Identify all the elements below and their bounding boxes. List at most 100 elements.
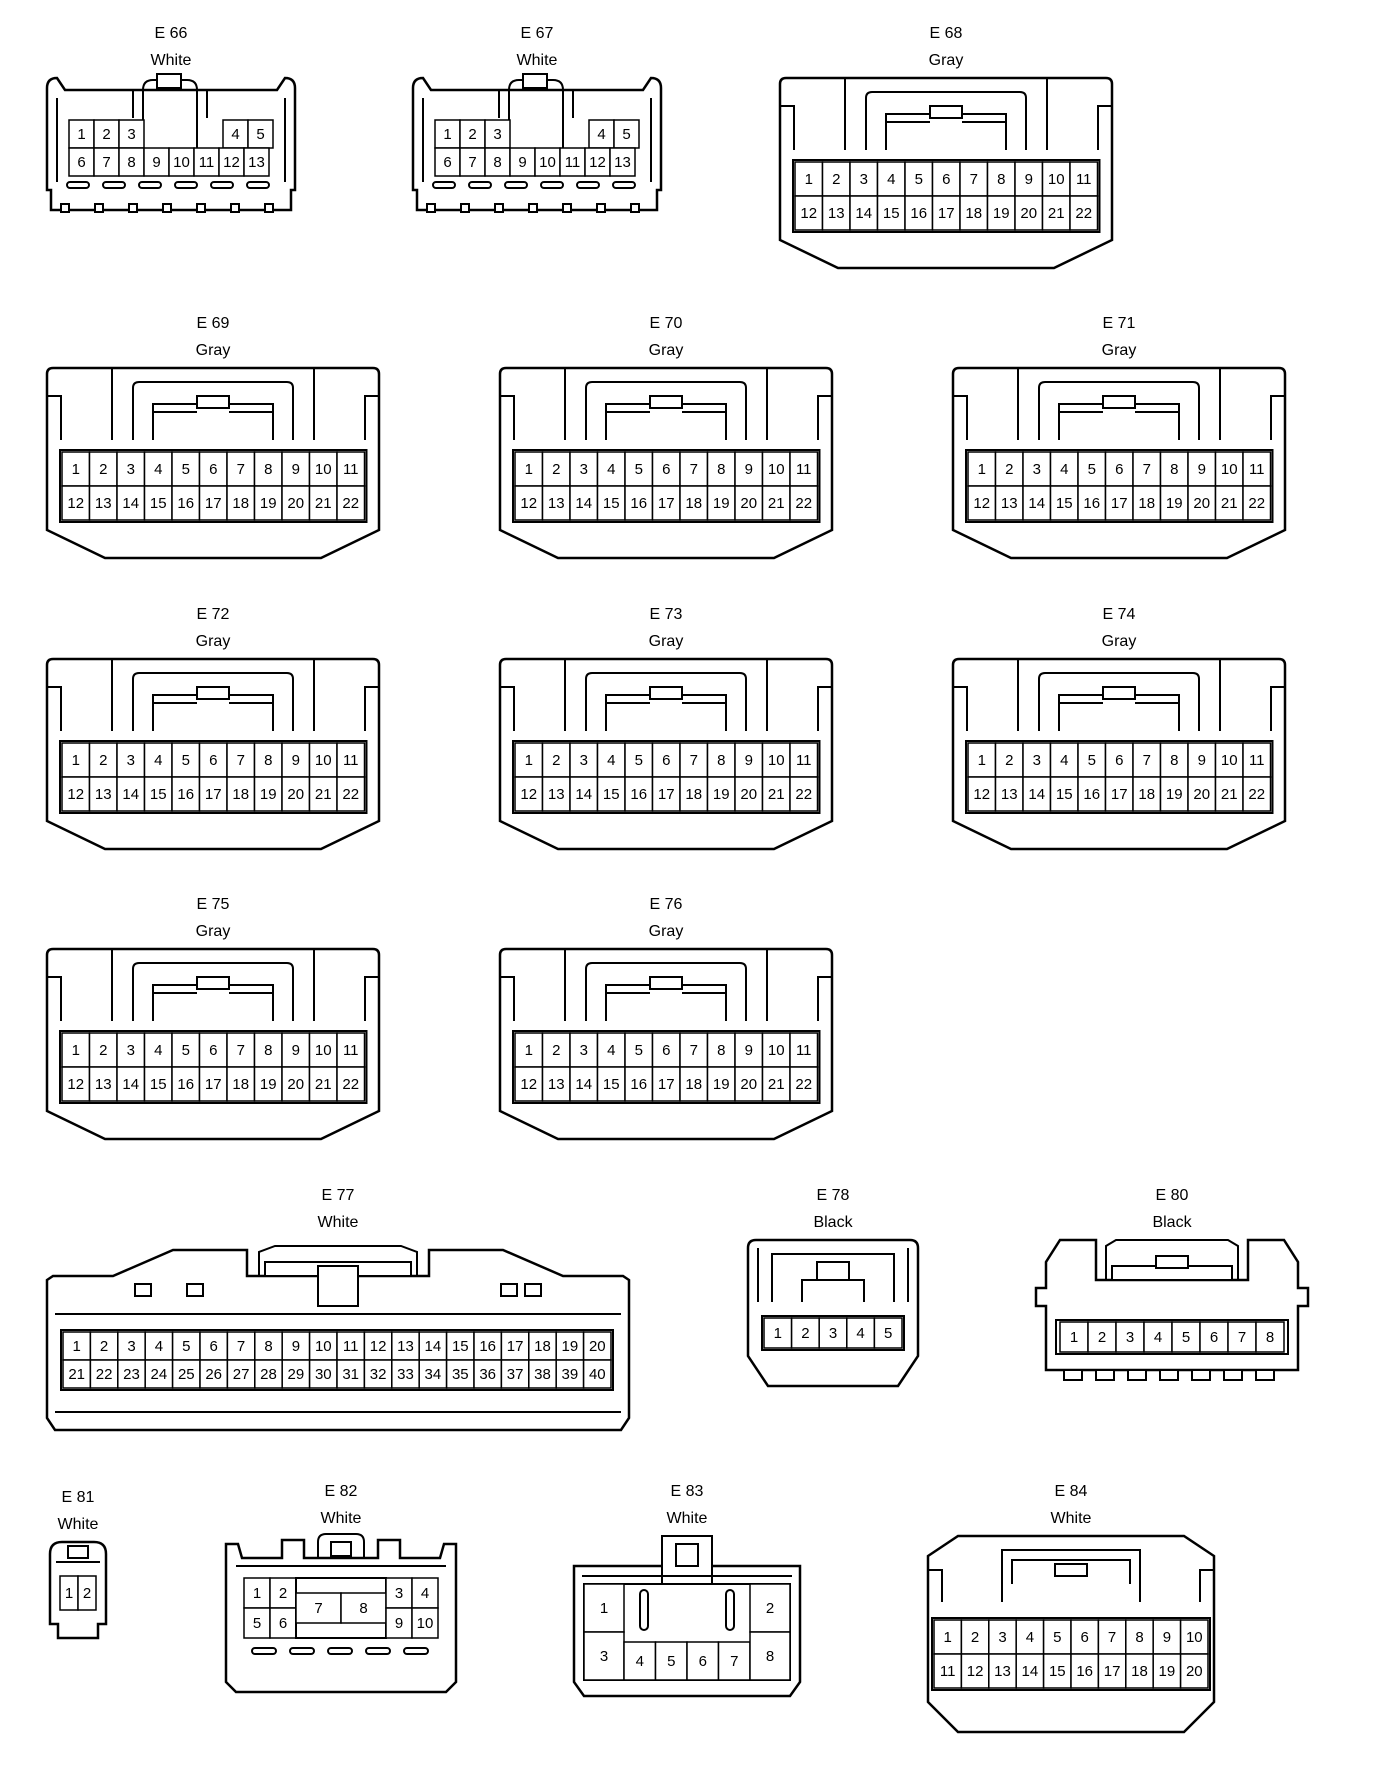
pin-number: 10 [417, 1615, 434, 1632]
pin-number: 17 [1104, 1663, 1121, 1680]
pin-number: 12 [223, 154, 240, 171]
pin-cell [171, 451, 201, 487]
pin-number: 20 [740, 786, 757, 803]
pin-number: 1 [72, 752, 80, 769]
pin-cell [514, 1066, 544, 1102]
pin-number: 22 [1248, 495, 1265, 512]
pin-number: 7 [468, 154, 476, 171]
pin-number: 5 [635, 1042, 643, 1059]
pin-number: 3 [127, 1338, 135, 1355]
pin-number: 15 [883, 205, 900, 222]
pin-number: 9 [1198, 752, 1206, 769]
pin-number: 6 [210, 1338, 218, 1355]
latch-tab [330, 1541, 352, 1557]
pin-number: 15 [452, 1338, 469, 1355]
pin-cell [116, 451, 146, 487]
pin-number: 17 [205, 786, 222, 803]
pin-cell [336, 776, 366, 812]
terminal-slot [327, 1647, 353, 1655]
pin-number: 17 [205, 1076, 222, 1093]
connector-color: Black [813, 1214, 853, 1231]
pin-cell [706, 451, 736, 487]
pin-cell [509, 147, 536, 177]
connector-color: White [517, 52, 558, 69]
pin-number: 16 [177, 786, 194, 803]
pin-number: 4 [636, 1653, 644, 1670]
pin-cell [761, 451, 791, 487]
pin-cell [514, 485, 544, 521]
pin-number: 13 [614, 154, 631, 171]
pin-cell [144, 1359, 174, 1389]
pin-number: 15 [1049, 1663, 1066, 1680]
pin-number: 20 [1193, 786, 1210, 803]
pin-number: 20 [740, 1076, 757, 1093]
pin-number: 11 [1249, 752, 1265, 769]
pin-number: 5 [1182, 1329, 1190, 1346]
pin-number: 35 [452, 1366, 469, 1383]
pin-cell [61, 451, 91, 487]
pin-cell [445, 1331, 475, 1361]
pin-number: 2 [1005, 752, 1013, 769]
pin-number: 4 [856, 1325, 864, 1342]
connector-color: White [1051, 1510, 1092, 1527]
pin-cell [68, 147, 95, 177]
pin-number: 6 [443, 154, 451, 171]
connector-id: E 67 [521, 25, 554, 42]
pin-number: 9 [292, 1338, 300, 1355]
pin-number: 19 [260, 1076, 277, 1093]
pin-number: 1 [600, 1600, 608, 1617]
pin-cell [749, 1631, 791, 1681]
pin-number: 10 [768, 461, 785, 478]
pin-number: 25 [178, 1366, 195, 1383]
pin-cell [484, 147, 511, 177]
pin-number: 24 [151, 1366, 168, 1383]
connector-id: E 68 [930, 25, 963, 42]
pin-number: 11 [343, 1338, 359, 1355]
pin-number: 3 [1126, 1329, 1134, 1346]
pin-number: 12 [520, 495, 537, 512]
pin-number: 4 [597, 126, 605, 143]
pin-number: 4 [607, 461, 615, 478]
pin-number: 10 [1186, 1629, 1203, 1646]
pin-number: 6 [77, 154, 85, 171]
pin-cell [679, 485, 709, 521]
pin-cell [88, 485, 118, 521]
pin-cell [1104, 776, 1134, 812]
pin-number: 19 [713, 786, 730, 803]
pin-number: 5 [635, 752, 643, 769]
pin-cell [706, 485, 736, 521]
pin-number: 15 [150, 786, 167, 803]
pin-number: 2 [102, 126, 110, 143]
pin-cell [818, 1317, 848, 1349]
connector-color: White [321, 1510, 362, 1527]
connector-id: E 78 [817, 1187, 850, 1204]
connector-color: Gray [196, 633, 231, 650]
pin-number: 17 [658, 1076, 675, 1093]
pin-number: 17 [1111, 786, 1128, 803]
pin-number: 14 [855, 205, 872, 222]
pin-number: 26 [205, 1366, 222, 1383]
pin-cell [541, 451, 571, 487]
terminal-slot [576, 181, 600, 189]
lock-frame [1038, 381, 1200, 440]
pin-number: 21 [1221, 786, 1238, 803]
pin-cell [363, 1359, 393, 1389]
pin-number: 11 [796, 461, 812, 478]
pin-number: 8 [264, 1042, 272, 1059]
pin-number: 3 [998, 1629, 1006, 1646]
pin-cell [116, 1032, 146, 1068]
pin-number: 2 [971, 1629, 979, 1646]
pin-cell [1214, 742, 1244, 778]
connector-id: E 80 [1156, 1187, 1189, 1204]
pin-number: 8 [1135, 1629, 1143, 1646]
pin-number: 10 [1048, 171, 1065, 188]
guide-rib [725, 1589, 735, 1631]
pin-number: 18 [232, 495, 249, 512]
pin-number: 18 [1138, 786, 1155, 803]
